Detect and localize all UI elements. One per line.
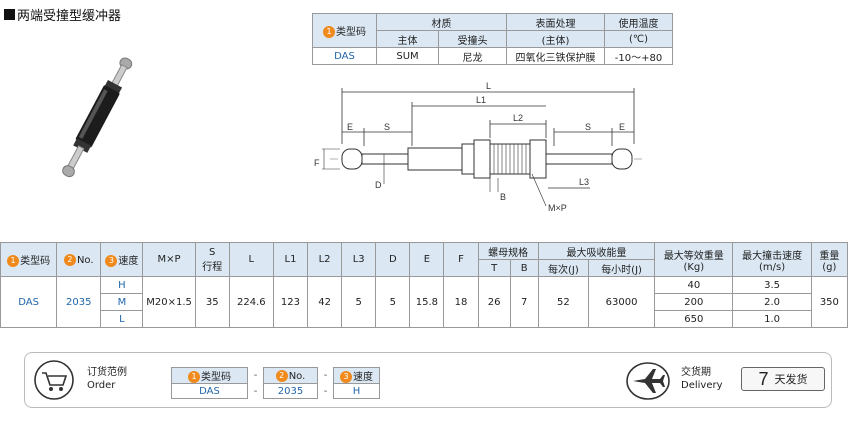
dim-L1: L1 — [476, 95, 486, 105]
dim-L3: L3 — [579, 177, 589, 187]
table-row: DAS 2035 H M20×1.5 35 224.6 123 42 5 5 1… — [0, 276, 849, 328]
order-type: DAS — [171, 383, 248, 399]
table-row: M 200 2.0 — [1, 293, 848, 311]
material-body: SUM — [376, 47, 439, 65]
badge-1: 1 — [188, 371, 200, 383]
order-label-en: Order — [87, 380, 116, 391]
dim-S-left: S — [384, 122, 390, 132]
dim-E-left: E — [347, 122, 353, 132]
badge-3: 3 — [340, 371, 352, 383]
page-title: 两端受撞型缓冲器 — [4, 5, 121, 24]
title-square-icon — [4, 9, 15, 20]
table-row: L 650 1.0 — [1, 310, 848, 328]
delivery-days-unit: 天发货 — [774, 373, 808, 386]
product-photo — [62, 57, 133, 178]
cart-icon — [34, 360, 74, 400]
badge-2: 2 — [63, 253, 76, 266]
dim-L: L — [486, 81, 491, 91]
delivery-days-badge: 7 天发货 — [741, 367, 825, 391]
badge-1: 1 — [323, 26, 335, 38]
material-temp: -10～+80 — [604, 47, 673, 65]
dim-D: D — [375, 180, 382, 190]
badge-1: 1 — [7, 255, 20, 267]
delivery-label-cn: 交货期 — [681, 367, 711, 378]
airplane-icon — [626, 362, 670, 400]
dim-F: F — [314, 158, 320, 168]
material-surface: 四氧化三铁保护膜 — [506, 47, 605, 65]
order-label-cn: 订货范例 — [87, 367, 127, 378]
dim-E-right: E — [619, 122, 625, 132]
delivery-label-en: Delivery — [681, 380, 723, 391]
dim-L2: L2 — [513, 113, 523, 123]
material-type: DAS — [312, 47, 377, 65]
dim-S-right: S — [585, 122, 591, 132]
badge-3: 3 — [105, 255, 118, 267]
dim-B: B — [500, 192, 506, 202]
order-speed: H — [333, 383, 380, 399]
material-head: 尼龙 — [438, 47, 507, 65]
dim-MxP: M×P — [548, 203, 567, 213]
order-no: 2035 — [263, 383, 318, 399]
technical-drawing: L L1 L2 E S S E L3 F D T B M×P — [314, 81, 645, 213]
delivery-days: 7 — [758, 368, 769, 389]
badge-2: 2 — [275, 369, 288, 382]
